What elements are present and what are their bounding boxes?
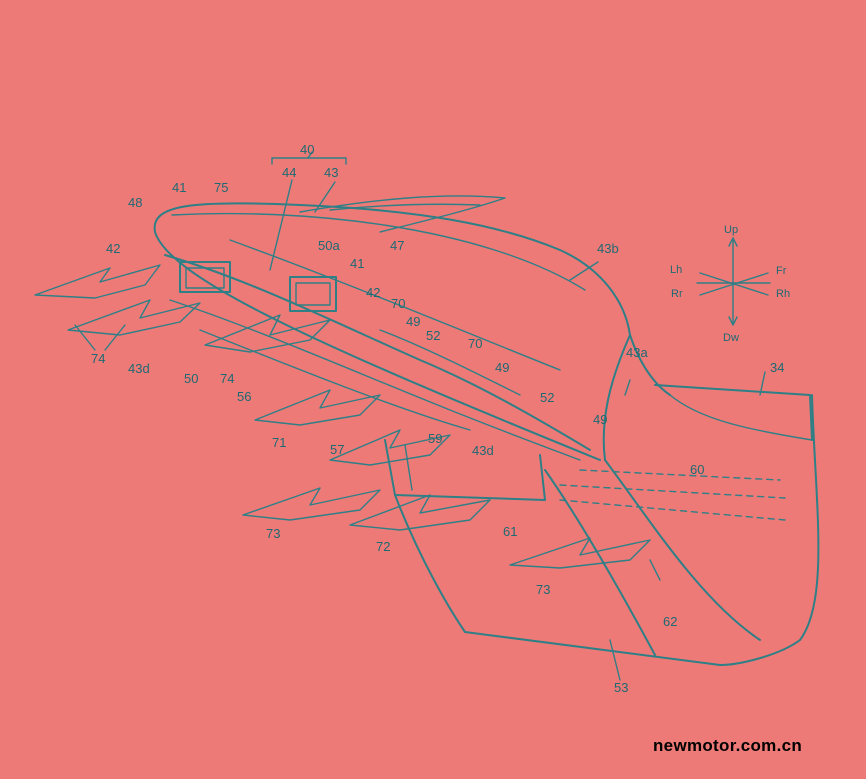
label-71: 71: [272, 435, 286, 450]
label-59: 59: [428, 431, 442, 446]
label-73a: 73: [266, 526, 280, 541]
lower-cowl-53: [394, 494, 721, 666]
airflow-arrows: [34, 264, 651, 569]
duct-panels: [164, 254, 656, 656]
label-43d-a: 43d: [128, 361, 150, 376]
label-52b: 52: [540, 390, 554, 405]
watermark-text: newmotor.com.cn: [653, 736, 803, 755]
label-50: 50: [184, 371, 198, 386]
label-74a: 74: [91, 351, 105, 366]
label-48: 48: [128, 195, 142, 210]
dir-dw: Dw: [723, 332, 739, 344]
label-44: 44: [282, 165, 296, 180]
label-73b: 73: [536, 582, 550, 597]
label-56: 56: [237, 389, 251, 404]
headlight-41-right: [289, 276, 337, 312]
label-70a: 70: [391, 296, 405, 311]
side-cowl-34: [604, 384, 820, 666]
label-49c: 49: [593, 412, 607, 427]
label-41a: 41: [172, 180, 186, 195]
dir-rh: Rh: [776, 288, 790, 300]
label-60: 60: [690, 462, 704, 477]
label-53: 53: [614, 680, 628, 695]
leader-lines: [74, 151, 766, 681]
label-74b: 74: [220, 371, 234, 386]
label-50a: 50a: [318, 238, 340, 253]
airflow-lines: [559, 469, 786, 521]
label-61: 61: [503, 524, 517, 539]
label-75: 75: [214, 180, 228, 195]
dir-lh: Lh: [670, 264, 682, 276]
dir-fr: Fr: [776, 265, 787, 277]
direction-indicator: [696, 237, 771, 326]
direction-labels: Up Dw Lh Rr Fr Rh: [670, 224, 790, 344]
label-52a: 52: [426, 328, 440, 343]
label-42b: 42: [366, 285, 380, 300]
label-43a: 43a: [626, 345, 648, 360]
label-49a: 49: [406, 314, 420, 329]
label-43: 43: [324, 165, 338, 180]
label-40: 40: [300, 142, 314, 157]
label-57: 57: [330, 442, 344, 457]
label-49b: 49: [495, 360, 509, 375]
label-41b: 41: [350, 256, 364, 271]
dir-rr: Rr: [671, 288, 683, 300]
label-72: 72: [376, 539, 390, 554]
label-43d-b: 43d: [472, 443, 494, 458]
label-43b: 43b: [597, 241, 619, 256]
headlight-41-left: [179, 261, 231, 293]
dir-up: Up: [724, 224, 738, 236]
windscreen-47: [299, 195, 506, 233]
reference-numerals: 40 44 43 75 41 48 47 43b 50a 41 42 42 70…: [91, 142, 784, 695]
label-47: 47: [390, 238, 404, 253]
label-70b: 70: [468, 336, 482, 351]
label-42a: 42: [106, 241, 120, 256]
label-34: 34: [770, 360, 784, 375]
label-62: 62: [663, 614, 677, 629]
